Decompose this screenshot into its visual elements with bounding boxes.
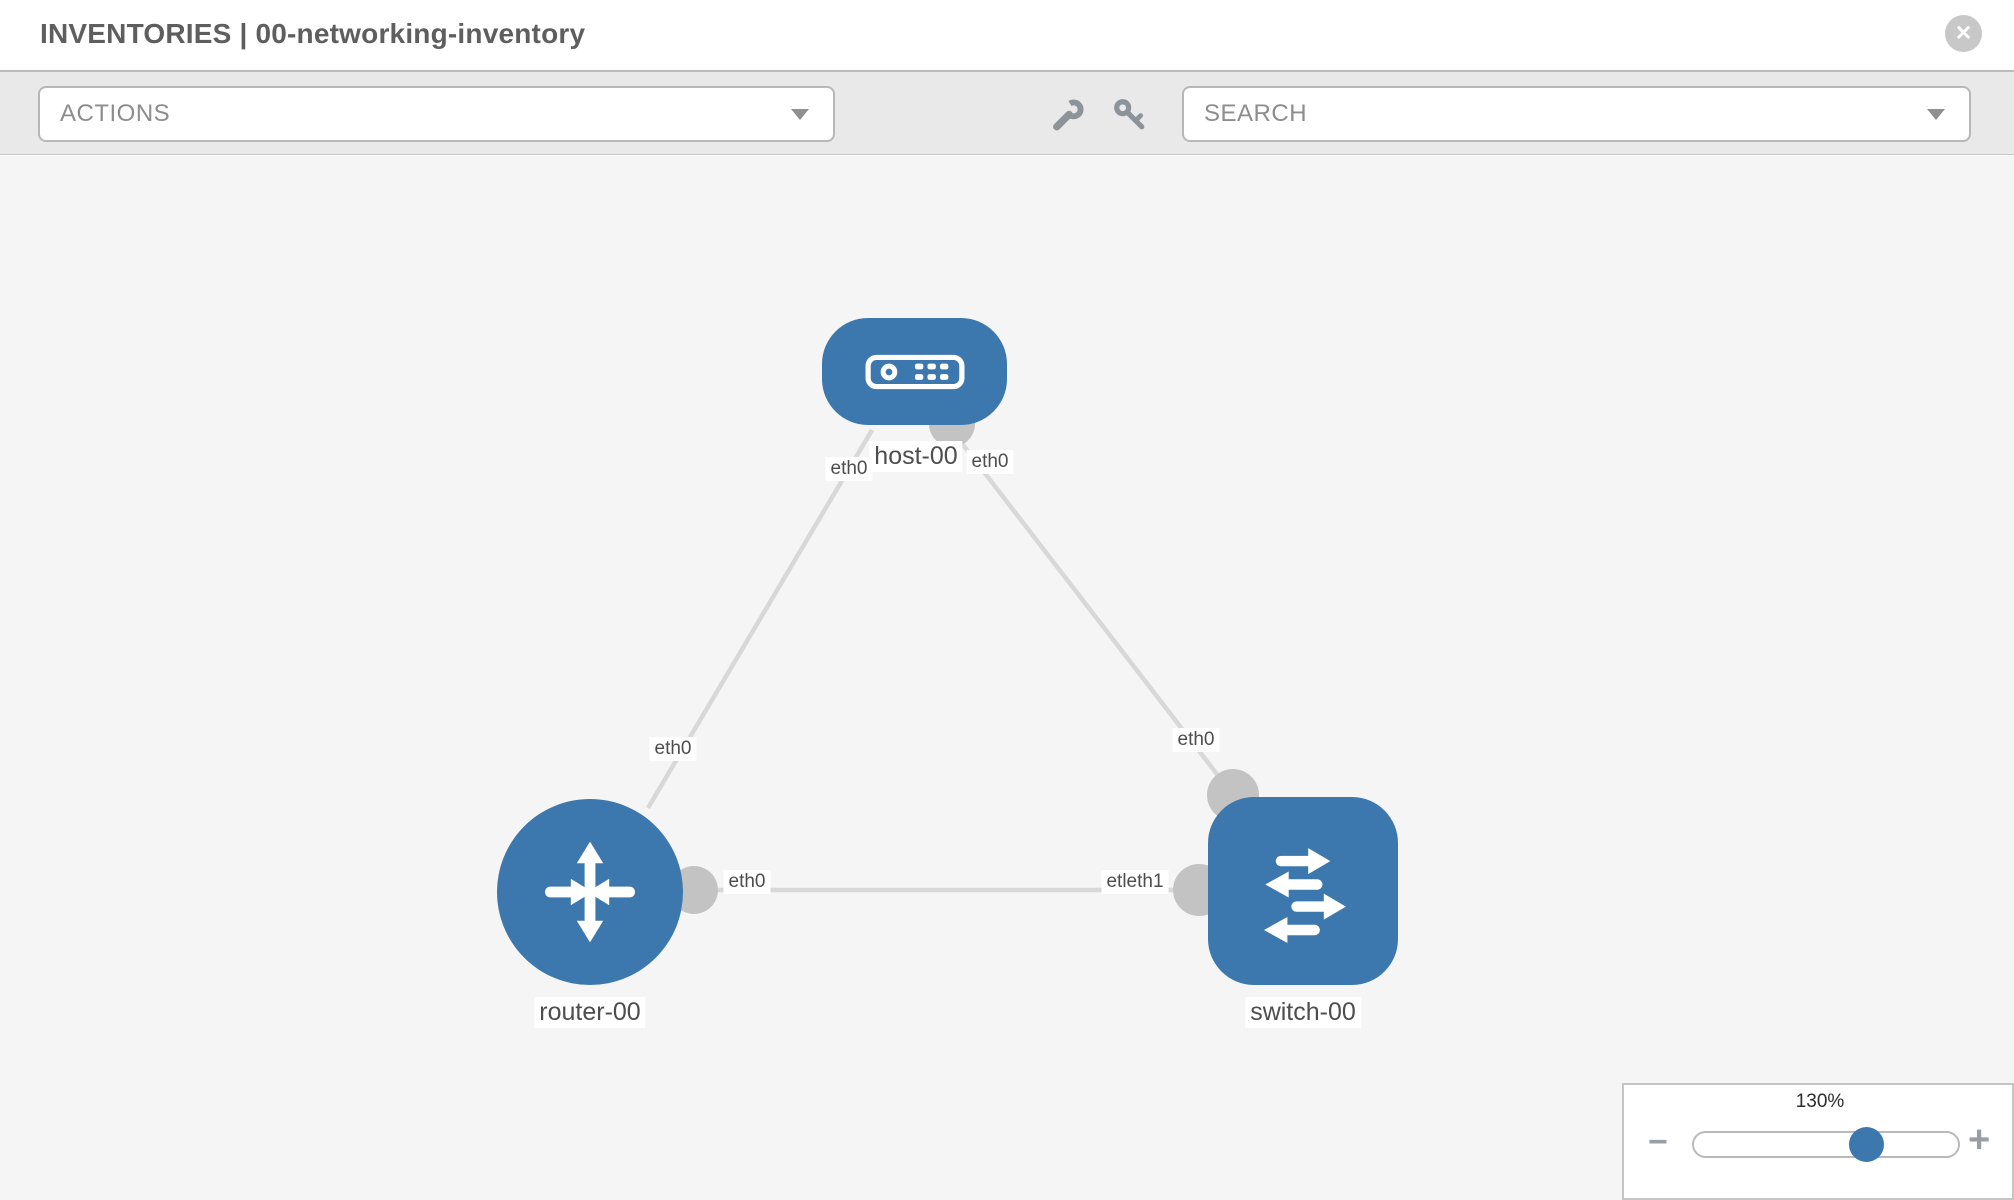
router-icon bbox=[545, 841, 635, 943]
actions-dropdown-label: ACTIONS bbox=[60, 100, 171, 127]
chevron-down-icon bbox=[1927, 109, 1945, 120]
zoom-slider-track[interactable] bbox=[1692, 1131, 1960, 1158]
iface-label-router-switch-switchend: etleth1 bbox=[1101, 870, 1169, 894]
zoom-slider-handle[interactable] bbox=[1849, 1127, 1884, 1162]
zoom-panel: 130% − + bbox=[1622, 1083, 2014, 1200]
toolbar: ACTIONS SEARCH bbox=[0, 70, 2014, 155]
node-label-host: host-00 bbox=[869, 441, 963, 472]
key-icon[interactable] bbox=[1112, 97, 1148, 133]
iface-label-host-switch-hostend: eth0 bbox=[966, 450, 1014, 474]
host-icon bbox=[865, 354, 964, 389]
zoom-out-button[interactable]: − bbox=[1648, 1123, 1668, 1161]
actions-dropdown[interactable]: ACTIONS bbox=[38, 86, 835, 142]
node-label-switch: switch-00 bbox=[1245, 997, 1361, 1028]
topology-canvas[interactable] bbox=[0, 156, 2014, 1200]
iface-label-router-switch-routerend: eth0 bbox=[723, 870, 771, 894]
zoom-in-button[interactable]: + bbox=[1968, 1119, 1991, 1161]
chevron-down-icon bbox=[791, 109, 809, 120]
close-icon: ✕ bbox=[1954, 22, 1973, 45]
search-dropdown[interactable]: SEARCH bbox=[1182, 86, 1971, 142]
wrench-icon[interactable] bbox=[1050, 97, 1086, 133]
iface-label-host-router-routerend: eth0 bbox=[649, 737, 697, 761]
header: INVENTORIES | 00-networking-inventory ✕ bbox=[0, 0, 2014, 70]
node-switch-00[interactable] bbox=[1208, 797, 1398, 985]
zoom-level-value: 130% bbox=[1795, 1091, 1845, 1112]
iface-label-host-router-hostend: eth0 bbox=[825, 457, 873, 481]
node-router-00[interactable] bbox=[497, 799, 683, 985]
node-label-router: router-00 bbox=[534, 997, 646, 1028]
iface-label-host-switch-switchend: eth0 bbox=[1172, 728, 1220, 752]
node-host-00[interactable] bbox=[822, 318, 1007, 425]
switch-icon bbox=[1264, 848, 1346, 943]
page-title: INVENTORIES | 00-networking-inventory bbox=[40, 18, 586, 49]
close-button[interactable]: ✕ bbox=[1945, 15, 1982, 52]
search-dropdown-label: SEARCH bbox=[1204, 100, 1308, 127]
